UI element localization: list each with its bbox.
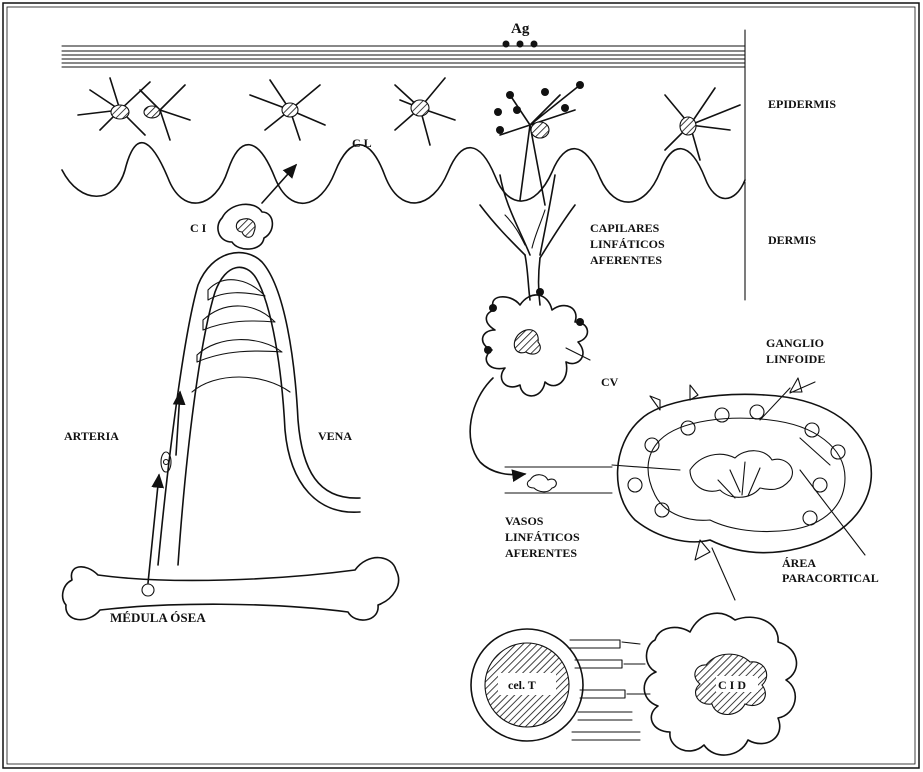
- langerhans-cell-label: C L: [352, 136, 372, 150]
- bone-marrow-label: MÉDULA ÓSEA: [110, 610, 206, 625]
- afferent-lymph-vessels-label-line2: LINFÁTICOS: [505, 530, 580, 544]
- lymph-node-label-line2: LINFOIDE: [766, 352, 825, 366]
- marrow-exit-arrow: [148, 475, 159, 583]
- afferent-lymph-capillaries: [480, 175, 575, 305]
- paracortical-pointer: [800, 470, 865, 555]
- lymph-node: [612, 378, 871, 560]
- langerhans-cell-1: [78, 78, 190, 140]
- afferent-lymph-capillaries-label-line2: LINFÁTICOS: [590, 237, 665, 251]
- antigen-label: Ag: [511, 21, 530, 37]
- epidermis-dermis-boundary: [62, 143, 745, 204]
- epidermis-label: EPIDERMIS: [768, 97, 836, 111]
- node-to-interaction-pointer: [712, 548, 735, 600]
- marrow-cell: [142, 584, 154, 596]
- paracortical-area-label-line2: PARACORTICAL: [782, 571, 879, 585]
- interdigitating-cell-label: C I D: [718, 678, 746, 692]
- paracortical-area-label-line1: ÁREA: [782, 556, 816, 570]
- afferent-lymph-vessel: [505, 467, 612, 493]
- skin-surface-layers: [62, 46, 745, 67]
- afferent-lymph-capillaries-label-line1: CAPILARES: [590, 221, 660, 235]
- artery-label: ARTERIA: [64, 429, 119, 443]
- interstitial-cell-label: C I: [190, 221, 207, 235]
- langerhans-cell-2: [250, 80, 325, 140]
- receptor-ligand-pairs: [570, 640, 650, 740]
- veiled-cell-pointer: [566, 348, 590, 360]
- afferent-lymph-vessels-label-line3: AFERENTES: [505, 546, 577, 560]
- lymph-node-pointer: [790, 382, 815, 393]
- t-cell-label: cel. T: [508, 678, 536, 692]
- afferent-lymph-capillaries-label-line3: AFERENTES: [590, 253, 662, 267]
- veiled-cell-label: CV: [601, 375, 619, 389]
- outer-frame: [3, 3, 919, 768]
- antigen-particles: [503, 41, 538, 48]
- vein-label: VENA: [318, 429, 352, 443]
- blood-vessel-arch: [158, 253, 360, 565]
- interstitial-cell: [218, 204, 272, 249]
- migration-arrow-to-epidermis: [262, 165, 296, 203]
- inner-frame: [7, 7, 915, 764]
- dermis-label: DERMIS: [768, 233, 816, 247]
- migration-arrow-to-vessel: [470, 378, 525, 475]
- lymph-node-label-line1: GANGLIO: [766, 336, 824, 350]
- langerhans-cell-migrating: [494, 81, 584, 205]
- langerhans-cell-3: [395, 78, 455, 145]
- langerhans-cells: [78, 78, 740, 205]
- veiled-cell: [483, 288, 588, 396]
- afferent-lymph-vessels-label-line1: VASOS: [505, 514, 544, 528]
